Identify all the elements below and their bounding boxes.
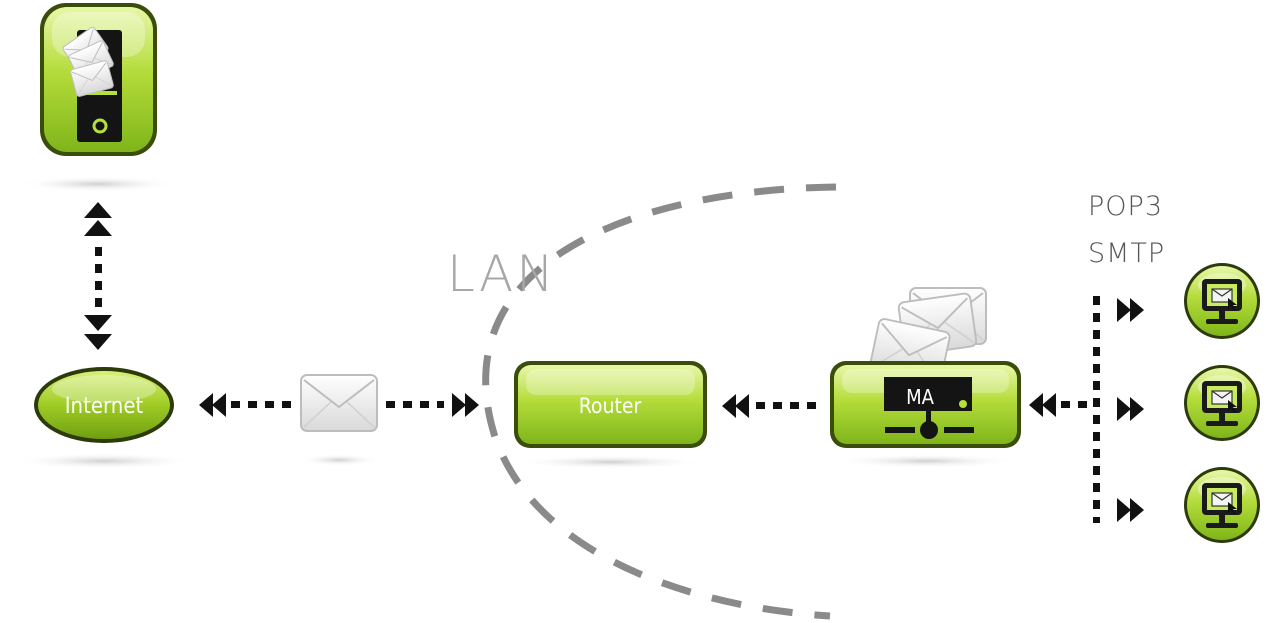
server-internet-link [84,202,112,350]
monitor-mail-icon [1183,262,1261,340]
internet-node: Internet [12,367,196,469]
router-label: Router [579,394,642,418]
mail-agent-node: MA [830,287,1021,468]
monitor-mail-icon [1183,364,1261,442]
envelope-icon [299,374,379,466]
monitor-mail-icon [1183,466,1261,544]
mail-agent-label: MA [906,385,935,409]
router-ma-link [722,394,816,418]
internet-router-link [199,374,479,466]
router-node: Router [514,361,707,469]
protocol-label-smtp: SMTP [1088,238,1165,269]
mail-server-node [18,3,178,192]
internet-label: Internet [65,394,144,419]
protocol-label-pop3: POP3 [1088,191,1163,222]
mail-server-icon [61,25,122,142]
lan-boundary-arc [482,183,837,620]
lan-label: LAN [447,245,557,303]
ma-clients-link [1029,296,1144,523]
